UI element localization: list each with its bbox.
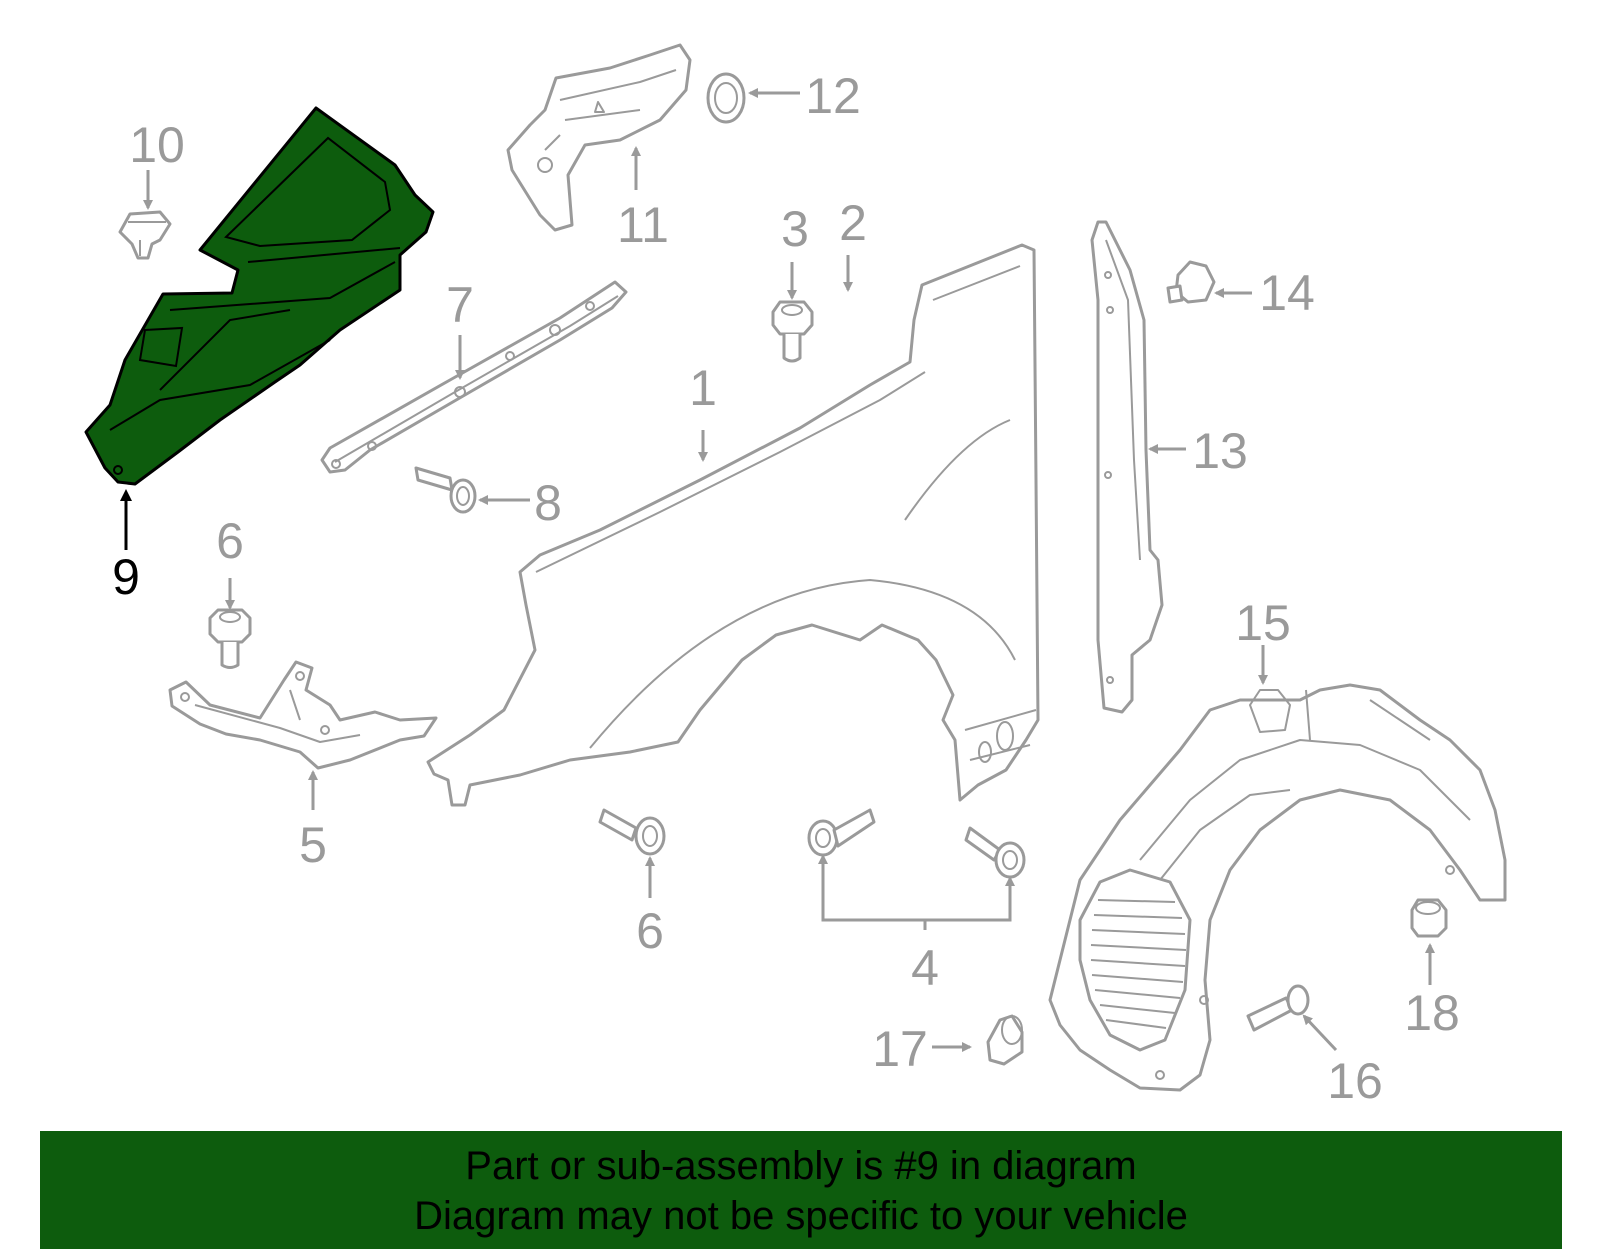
part-1-fender[interactable] bbox=[426, 243, 1040, 807]
callout-4: 4 bbox=[911, 940, 939, 996]
callout-6-bottom: 6 bbox=[636, 903, 664, 959]
callout-2: 2 bbox=[839, 195, 867, 251]
part-18-nut[interactable] bbox=[1410, 898, 1448, 938]
part-17-clip[interactable] bbox=[986, 1014, 1024, 1066]
part-9-splash-shield[interactable] bbox=[84, 106, 435, 486]
banner-line-2: Diagram may not be specific to your vehi… bbox=[414, 1194, 1188, 1238]
callout-7: 7 bbox=[446, 277, 474, 333]
callout-18: 18 bbox=[1404, 985, 1460, 1041]
callout-labels: 1 2 3 4 5 6 6 7 8 9 10 11 12 13 14 15 16… bbox=[112, 68, 1460, 1109]
part-4-screws[interactable] bbox=[807, 808, 1026, 879]
callout-13: 13 bbox=[1192, 423, 1248, 479]
callout-11: 11 bbox=[617, 197, 669, 253]
banner-line-1: Part or sub-assembly is #9 in diagram bbox=[465, 1144, 1137, 1188]
part-5-bracket[interactable] bbox=[168, 660, 438, 770]
part-16-screw[interactable] bbox=[1246, 984, 1310, 1032]
part-6-screw-bottom[interactable] bbox=[598, 808, 666, 856]
part-11-bracket[interactable] bbox=[506, 43, 692, 232]
callout-3: 3 bbox=[781, 201, 809, 257]
part-10-clip[interactable] bbox=[118, 210, 172, 260]
part-14-clip[interactable] bbox=[1166, 260, 1216, 304]
callout-6-top: 6 bbox=[216, 513, 244, 569]
callout-15: 15 bbox=[1235, 595, 1291, 651]
callout-10: 10 bbox=[129, 117, 185, 173]
leader-lines bbox=[120, 88, 1435, 1052]
part-8-screw[interactable] bbox=[414, 466, 477, 514]
part-7-rail[interactable] bbox=[320, 280, 628, 474]
callout-14: 14 bbox=[1259, 265, 1315, 321]
callout-1: 1 bbox=[689, 360, 717, 416]
part-3-bolt[interactable] bbox=[771, 300, 814, 363]
part-6-bolt-top[interactable] bbox=[208, 608, 252, 669]
part-15-liner[interactable] bbox=[1048, 683, 1507, 1092]
callout-12: 12 bbox=[805, 68, 861, 124]
info-banner: Part or sub-assembly is #9 in diagram Di… bbox=[40, 1131, 1562, 1249]
callout-16: 16 bbox=[1327, 1053, 1383, 1109]
callout-8: 8 bbox=[534, 475, 562, 531]
callout-17: 17 bbox=[872, 1021, 928, 1077]
part-12-grommet[interactable] bbox=[706, 72, 746, 124]
callout-9: 9 bbox=[112, 549, 140, 605]
part-13-seal[interactable] bbox=[1090, 220, 1164, 714]
callout-5: 5 bbox=[299, 817, 327, 873]
